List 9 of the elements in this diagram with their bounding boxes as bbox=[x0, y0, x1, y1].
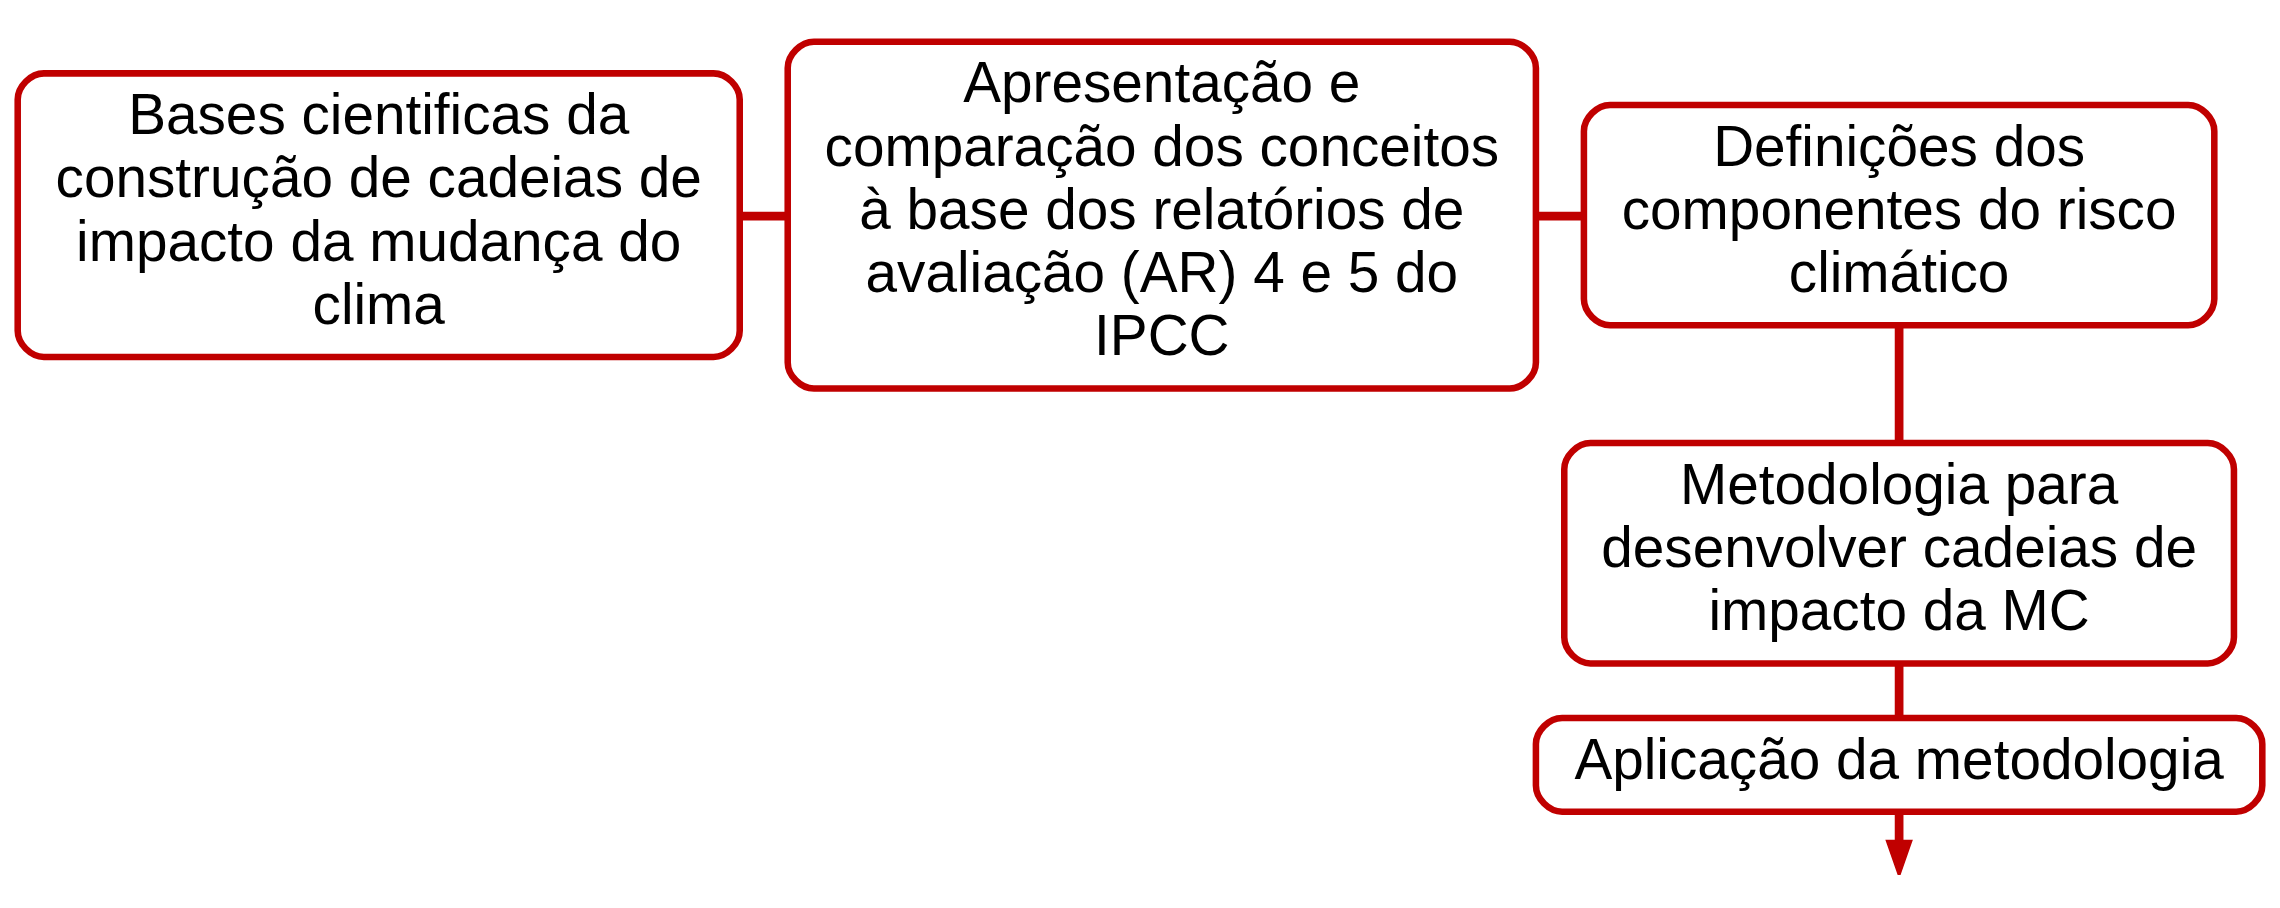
connector bbox=[1894, 325, 1904, 443]
node-box: Bases cientificas da construção de cadeias de impacto da mudança do clima bbox=[14, 70, 743, 361]
node-box: Apresentação e comparação dos conceitos à base dos relatórios de avaliação (AR) 4 e 5 do IPCC bbox=[784, 38, 1540, 392]
connector bbox=[1894, 664, 1904, 718]
arrow bbox=[1885, 812, 1913, 875]
connector bbox=[1536, 211, 1584, 221]
node-box: Definições dos componentes do risco climático bbox=[1580, 101, 2218, 329]
node-box: Metodologia para desenvolver cadeias de impacto da MC bbox=[1561, 439, 2238, 667]
node-box: Aplicação da metodologia bbox=[1532, 714, 2266, 815]
